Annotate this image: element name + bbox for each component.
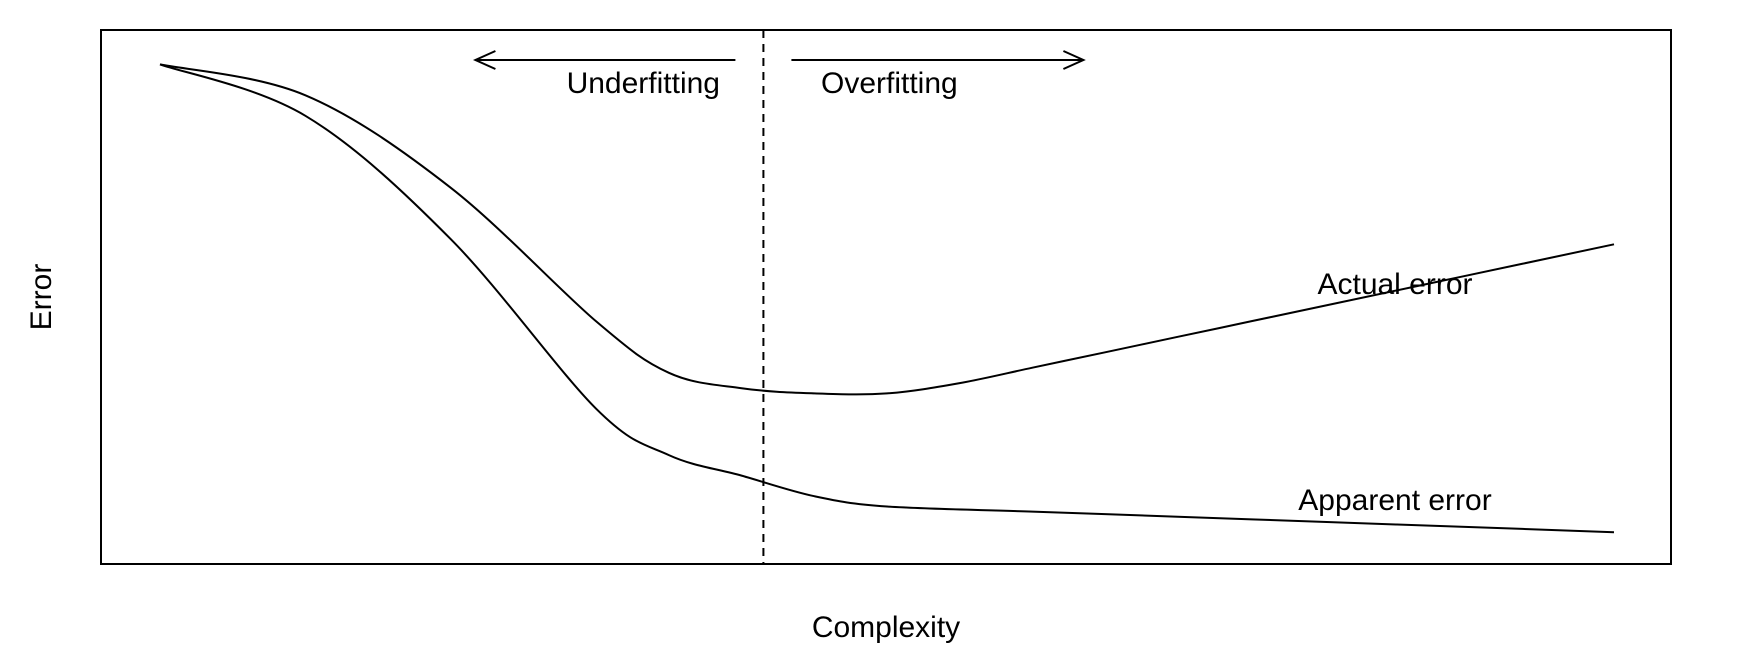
series-label-apparent-error: Apparent error bbox=[1298, 484, 1491, 517]
x-axis-label: Complexity bbox=[812, 611, 960, 644]
overfitting-arrow-head bbox=[1062, 50, 1086, 70]
plot-frame bbox=[100, 29, 1672, 565]
actual-error-line bbox=[159, 63, 1615, 396]
overfitting-label: Overfitting bbox=[821, 67, 958, 100]
y-axis-label: Error bbox=[25, 264, 58, 331]
apparent-error-line bbox=[159, 63, 1615, 534]
underfitting-label: Underfitting bbox=[567, 67, 720, 100]
series-label-actual-error: Actual error bbox=[1317, 268, 1472, 301]
underfitting-arrow-head bbox=[472, 50, 496, 70]
